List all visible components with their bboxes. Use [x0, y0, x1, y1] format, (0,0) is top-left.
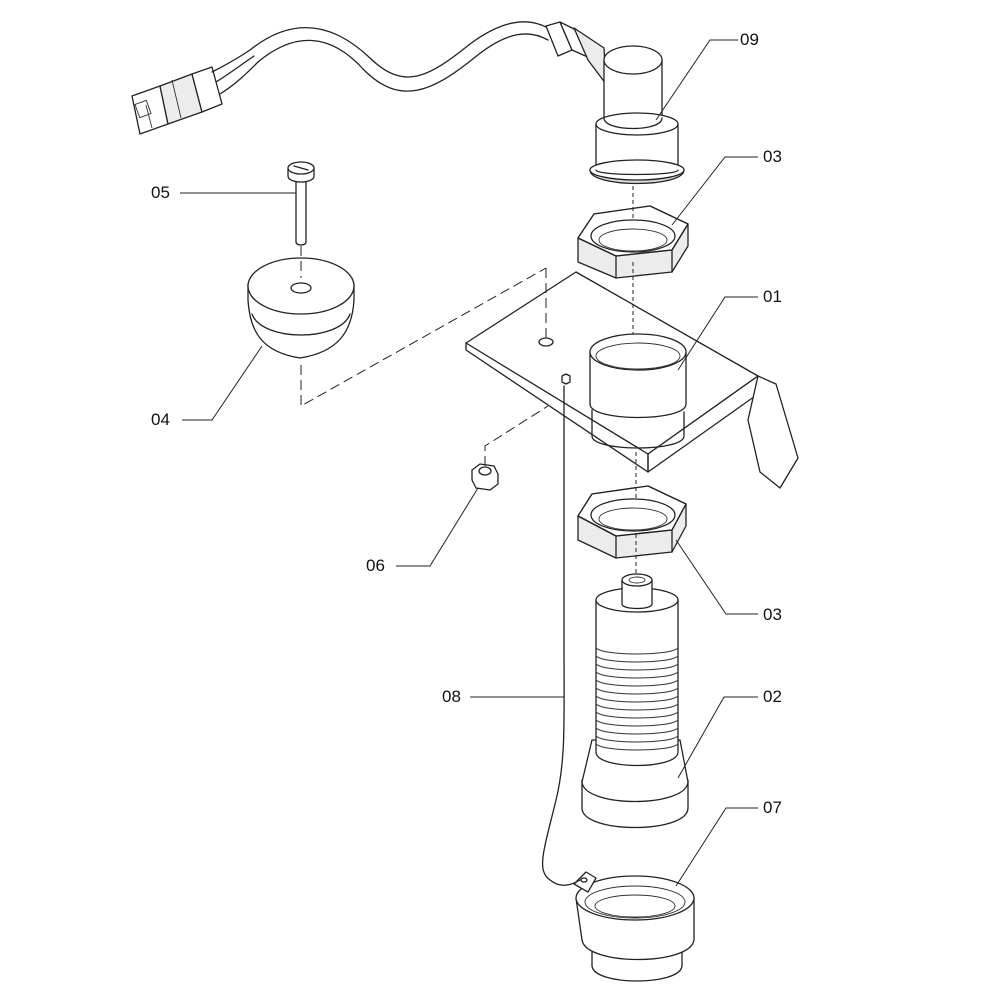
rubber-cap-04 [247, 257, 355, 359]
callout-label-06: 06 [366, 556, 385, 575]
callout-label-07: 07 [763, 798, 782, 817]
protective-cap-07 [573, 871, 695, 982]
callout-label-05: 05 [151, 183, 170, 202]
callout-label-08: 08 [442, 687, 461, 706]
leader-lines [180, 39, 758, 887]
tether-wire-08 [541, 385, 581, 886]
cable-plug-connector [131, 66, 223, 135]
thread-lines [595, 647, 679, 751]
cable-wires [211, 21, 549, 95]
assembly-guide-lines [300, 186, 637, 575]
callout-label-04: 04 [151, 410, 170, 429]
callout-label-02: 02 [763, 687, 782, 706]
callout-label-03-lower: 03 [763, 605, 782, 624]
sleeve-01 [589, 333, 687, 449]
sensor-plug-head-09 [545, 21, 685, 185]
callout-label-01: 01 [763, 287, 782, 306]
hex-nut-upper-03 [577, 205, 689, 279]
screw-05 [287, 161, 315, 246]
small-nut-06 [471, 463, 499, 491]
callout-label-09: 09 [740, 30, 759, 49]
threaded-sensor-body-02 [581, 573, 689, 829]
callout-label-03-upper: 03 [763, 147, 782, 166]
hex-nut-lower-03 [577, 485, 687, 559]
